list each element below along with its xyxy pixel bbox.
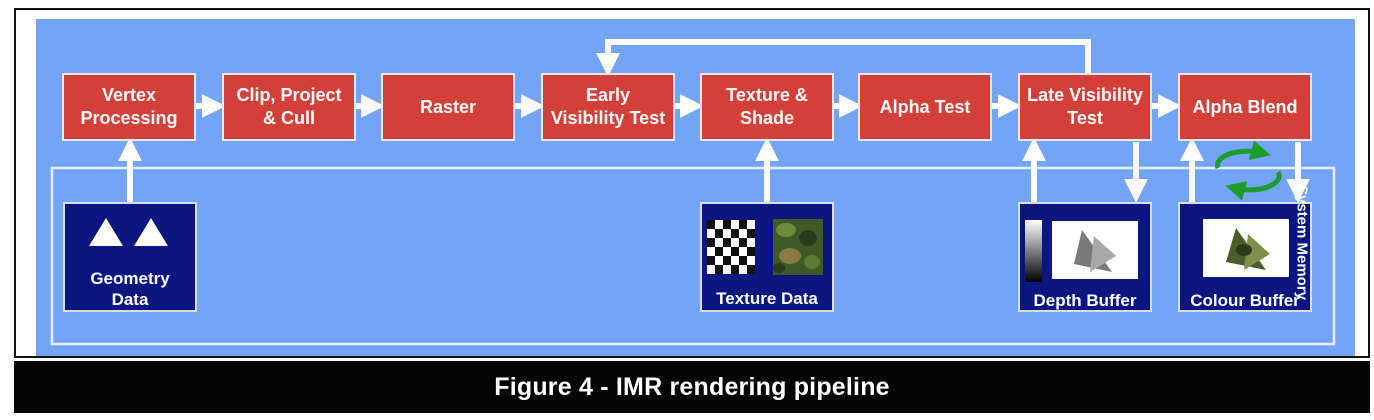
depth-buffer-box: Depth Buffer bbox=[1018, 202, 1152, 312]
depth-buffer-label: Depth Buffer bbox=[1033, 291, 1137, 310]
arrow-late-feedback-loop bbox=[596, 39, 1091, 77]
caption-bar: Figure 4 - IMR rendering pipeline bbox=[14, 361, 1370, 413]
stage-label: Texture & Shade bbox=[726, 85, 808, 128]
stage-alpha-blend: Alpha Blend bbox=[1178, 73, 1312, 141]
stage-label: Late Visibility Test bbox=[1027, 85, 1143, 128]
stage-late-visibility-test: Late Visibility Test bbox=[1018, 73, 1152, 141]
stage-label: Alpha Blend bbox=[1192, 96, 1298, 117]
stage-alpha-test: Alpha Test bbox=[858, 73, 992, 141]
blend-cycle-icon bbox=[1214, 140, 1282, 201]
geometry-data-box: Geometry Data bbox=[63, 202, 197, 312]
system-memory-label: System Memory bbox=[1293, 184, 1311, 301]
stage-raster: Raster bbox=[381, 73, 515, 141]
colour-buffer-label: Colour Buffer bbox=[1190, 291, 1300, 310]
stage-label: Alpha Test bbox=[879, 96, 971, 117]
stage-label: Clip, Project & Cull bbox=[236, 85, 342, 128]
stage-clip-project-cull: Clip, Project & Cull bbox=[222, 73, 356, 141]
texture-data-label: Texture Data bbox=[716, 289, 818, 308]
colour-buffer-box: Colour Buffer bbox=[1178, 202, 1312, 312]
stage-early-visibility-test: Early Visibility Test bbox=[541, 73, 675, 141]
geometry-data-label: Geometry Data bbox=[90, 269, 170, 309]
memory-region-outline bbox=[50, 166, 1336, 346]
stage-label: Raster bbox=[419, 96, 477, 117]
stage-label: Vertex Processing bbox=[80, 85, 178, 128]
stage-vertex-processing: Vertex Processing bbox=[62, 73, 196, 141]
texture-data-box: Texture Data bbox=[700, 202, 834, 312]
stage-label: Early Visibility Test bbox=[550, 85, 666, 128]
figure-caption: Figure 4 - IMR rendering pipeline bbox=[494, 372, 890, 401]
stage-texture-shade: Texture & Shade bbox=[700, 73, 834, 141]
